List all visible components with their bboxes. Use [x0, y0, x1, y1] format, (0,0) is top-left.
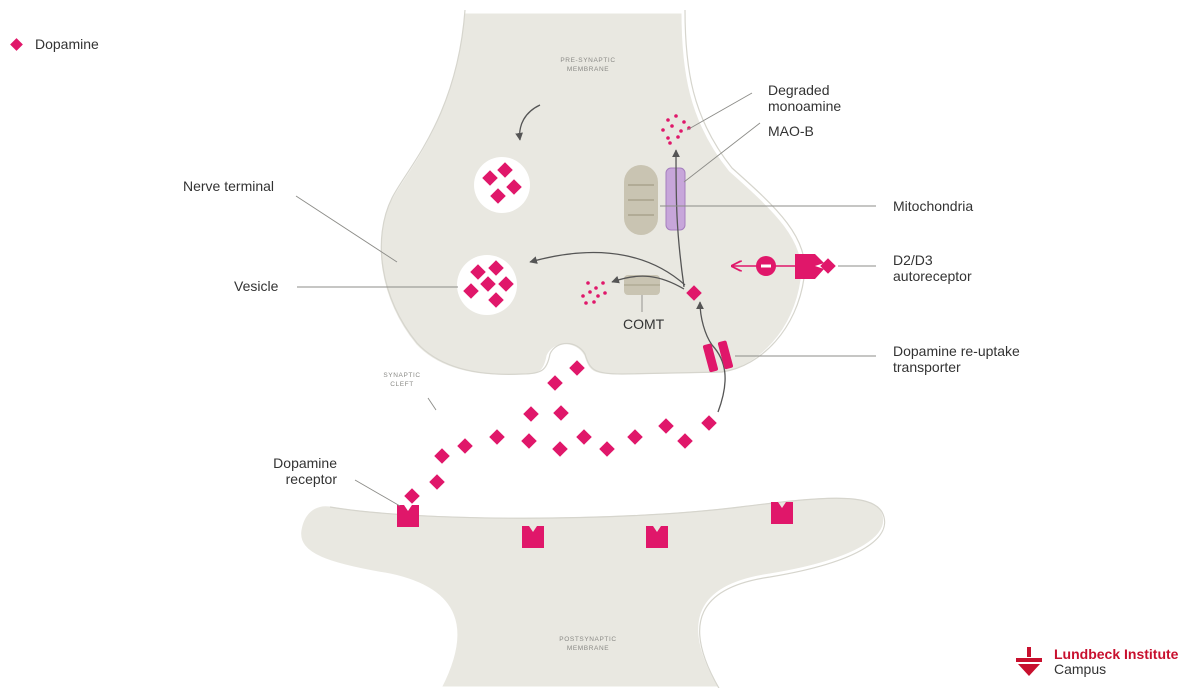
postsynaptic-label-2: MEMBRANE: [567, 645, 609, 652]
mitochondria: [624, 165, 658, 235]
mitochondria-label: Mitochondria: [893, 198, 973, 214]
postsynaptic-label-1: POSTSYNAPTIC: [559, 636, 616, 643]
dopamine-receptor-label-2: receptor: [286, 471, 338, 487]
synaptic-cleft-label-1: SYNAPTIC: [383, 372, 420, 379]
mao-b-label: MAO-B: [768, 123, 814, 139]
comt-enzyme: [624, 275, 660, 295]
reuptake-transporter-label-2: transporter: [893, 359, 961, 375]
degraded-monoamine-label-2: monoamine: [768, 98, 841, 114]
synaptic-cleft-label-2: CLEFT: [390, 381, 414, 388]
postsynaptic-terminal: [300, 496, 885, 688]
lundbeck-logo-icon: [1014, 647, 1044, 677]
cleft-dopamine: [404, 360, 717, 504]
pre-synaptic-label-2: MEMBRANE: [567, 66, 609, 73]
nerve-terminal-label: Nerve terminal: [183, 178, 274, 194]
vesicle-upper: [474, 157, 530, 213]
brand-name: Lundbeck Institute: [1054, 647, 1178, 662]
dopamine-receptor-label-1: Dopamine: [273, 455, 337, 471]
vesicle-lower: [457, 255, 517, 315]
degraded-monoamine-label-1: Degraded: [768, 82, 830, 98]
autoreceptor-label-1: D2/D3: [893, 252, 933, 268]
autoreceptor-label-2: autoreceptor: [893, 268, 972, 284]
comt-label: COMT: [623, 316, 665, 332]
reuptake-transporter-label-1: Dopamine re-uptake: [893, 343, 1020, 359]
vesicle-label: Vesicle: [234, 278, 279, 294]
brand-sub: Campus: [1054, 662, 1178, 677]
lundbeck-brand: Lundbeck Institute Campus: [1014, 647, 1178, 677]
pre-synaptic-label-1: PRE-SYNAPTIC: [560, 57, 615, 64]
